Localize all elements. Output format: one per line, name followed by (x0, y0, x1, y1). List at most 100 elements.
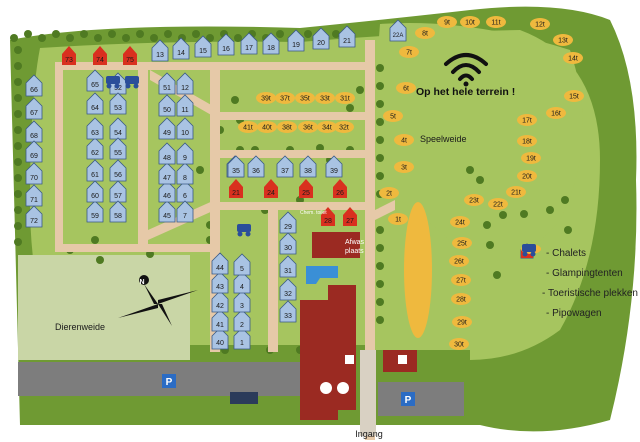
tree (376, 64, 384, 72)
chalet-number: 14 (177, 50, 185, 57)
tourist-pitch: 2t (379, 187, 399, 199)
tree (376, 82, 384, 90)
pitch-number: 38t (282, 125, 292, 132)
chalet-number: 48 (163, 155, 171, 162)
chalet: 29 (279, 211, 297, 234)
tent-number: 27 (346, 218, 354, 225)
glamping-tent: 27 (343, 207, 357, 226)
glamping-tent: 25 (299, 179, 313, 198)
tree (108, 30, 116, 38)
tree (376, 226, 384, 234)
chalet: 19 (287, 29, 305, 52)
chalet-number: 21 (343, 38, 351, 45)
pitch-number: 39t (261, 96, 271, 103)
chalet-number: 31 (284, 268, 292, 275)
tent-number: 26 (336, 190, 344, 197)
tree (164, 30, 172, 38)
pitch-number: 35t (300, 96, 310, 103)
parking-sign-right (401, 392, 415, 406)
chalet: 64 (86, 92, 104, 115)
tourist-pitch: 1t (388, 213, 408, 225)
chalet: 18 (262, 32, 280, 55)
dishwashing-label-1: Afwas (345, 239, 365, 246)
tourist-pitch: 33t (315, 92, 335, 104)
chalet-number: 52 (114, 85, 122, 92)
chalet-number: 70 (30, 175, 38, 182)
chalet: 22A (389, 19, 407, 42)
chalet-number: 42 (216, 303, 224, 310)
tourist-pitch: 14t (563, 52, 583, 64)
wifi-coverage-text: Op het hele terrein ! (416, 86, 516, 98)
chalet: 38 (299, 155, 317, 178)
pitch-number: 14t (568, 56, 578, 63)
tourist-pitch: 16t (546, 107, 566, 119)
parking-sign-left (162, 374, 176, 388)
tourist-pitch: 22t (488, 198, 508, 210)
chalet: 55 (109, 137, 127, 160)
entrance-road (360, 350, 376, 436)
tree (52, 30, 60, 38)
tourist-pitch: 36t (298, 121, 318, 133)
chalet: 12 (176, 72, 194, 95)
tourist-pitch: 6t (396, 82, 416, 94)
tree (80, 30, 88, 38)
chalet: 36 (247, 155, 265, 178)
chalet-number: 1 (240, 340, 244, 347)
pitch-number: 6t (403, 86, 409, 93)
chalet: 7 (176, 200, 194, 223)
tree (14, 46, 22, 54)
tourist-pitch: 30t (449, 338, 469, 350)
pitch-number: 24t (455, 220, 465, 227)
chalet-number: 51 (163, 85, 171, 92)
chalet-number: 72 (30, 218, 38, 225)
tourist-pitch: 27t (451, 274, 471, 286)
chalet-number: 32 (284, 291, 292, 298)
chalet-number: 38 (304, 168, 312, 175)
tree (346, 104, 354, 112)
tourist-pitch: 39t (256, 92, 276, 104)
pitch-number: 5t (390, 114, 396, 121)
glamping-tent-icon (520, 244, 546, 282)
gypsy-wagon-icon (237, 224, 251, 237)
pitch-number: 36t (303, 125, 313, 132)
legend-label: - Glampingtenten (546, 267, 623, 279)
tourist-pitch: 32t (334, 121, 354, 133)
tree (91, 236, 99, 244)
chalet-number: 63 (91, 130, 99, 137)
tree (14, 158, 22, 166)
tree (499, 211, 507, 219)
chalet-number: 19 (292, 42, 300, 49)
tourist-pitch: 12t (530, 18, 550, 30)
pitch-number: 30t (454, 342, 464, 349)
chalet: 72 (25, 205, 43, 228)
petting-zoo-area (18, 255, 190, 360)
tree (196, 166, 204, 174)
chalet-number: 61 (91, 172, 99, 179)
tree (376, 262, 384, 270)
pitch-number: 1t (395, 217, 401, 224)
chalet: 71 (25, 184, 43, 207)
chalet: 37 (276, 155, 294, 178)
tree (376, 244, 384, 252)
chalet-number: 44 (216, 265, 224, 272)
chalet-number: 30 (284, 245, 292, 252)
tree (14, 110, 22, 118)
pitch-number: 2t (386, 191, 392, 198)
tourist-pitch: 7t (399, 46, 419, 58)
legend-label: - Pipowagen (546, 307, 602, 319)
chalet: 13 (151, 39, 169, 62)
chalet-number: 12 (181, 85, 189, 92)
parking-label-left: P (166, 377, 173, 388)
chem-toilet-label: Chem. toilet (300, 210, 327, 216)
tree (136, 30, 144, 38)
pitch-number: 16t (551, 111, 561, 118)
pitch-number: 7t (406, 50, 412, 57)
tree (376, 100, 384, 108)
pitch-number: 11t (491, 20, 500, 27)
glamping-tent: 75 (123, 46, 137, 65)
tree (66, 34, 74, 42)
chalet-number: 50 (163, 107, 171, 114)
pitch-number: 20t (522, 174, 532, 181)
tourist-pitch: 21t (506, 186, 526, 198)
